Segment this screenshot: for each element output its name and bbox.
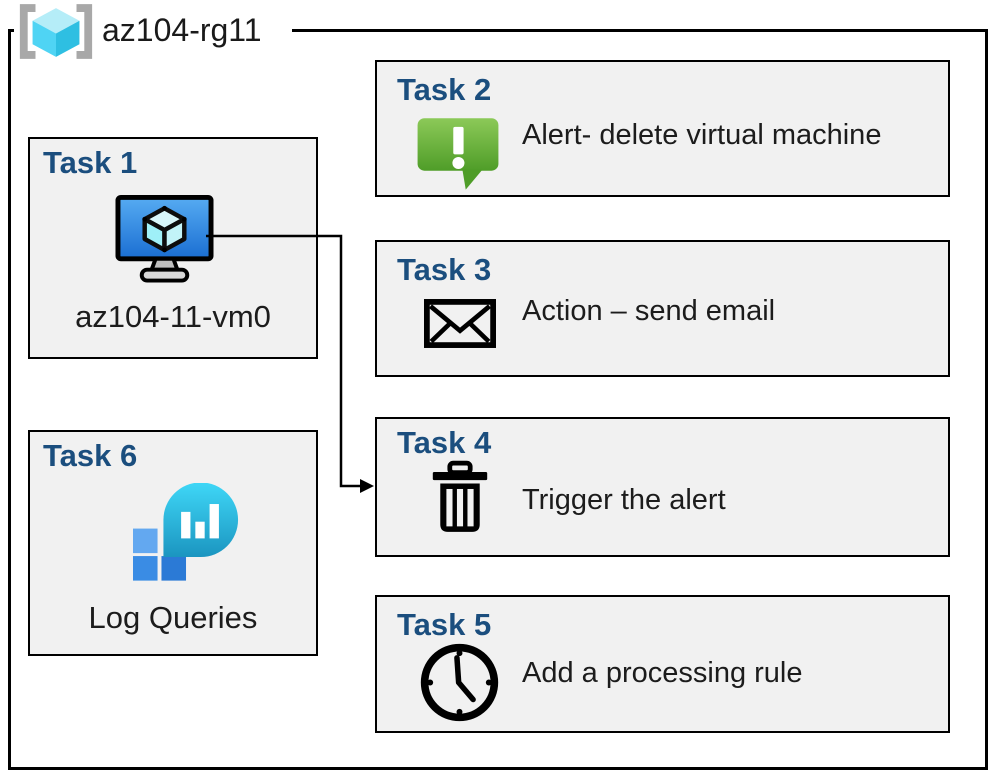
log-analytics-icon — [133, 483, 239, 581]
virtual-machine-icon — [115, 194, 214, 283]
clock-icon — [420, 643, 499, 722]
task-3-label: Action – send email — [522, 295, 776, 327]
task-6-box: Task 6 Log Queries — [28, 430, 318, 656]
resource-group-boundary — [8, 29, 988, 770]
task-1-header: Task 1 — [43, 145, 138, 180]
task-1-box: Task 1 az104-11-vm0 — [28, 137, 318, 359]
border-gap-mask — [14, 26, 292, 35]
task-2-header: Task 2 — [397, 72, 492, 107]
task-5-box: Task 5 Add a processing rule — [375, 595, 950, 733]
task-3-box: Task 3 Action – send email — [375, 240, 950, 377]
trash-icon — [432, 460, 488, 532]
task-2-label: Alert- delete virtual machine — [522, 119, 882, 151]
resource-group-label: az104-rg11 — [102, 12, 262, 48]
task-6-header: Task 6 — [43, 438, 138, 473]
task-4-label: Trigger the alert — [522, 484, 726, 516]
task-4-box: Task 4 Trigger the alert — [375, 417, 950, 557]
resource-group-icon — [19, 4, 93, 59]
task-6-label: Log Queries — [88, 600, 258, 635]
email-icon — [424, 299, 496, 348]
task-2-box: Task 2 Alert- delete virtual machine — [375, 60, 950, 197]
task-1-label: az104-11-vm0 — [75, 299, 271, 334]
task-3-header: Task 3 — [397, 252, 492, 287]
task-4-header: Task 4 — [397, 425, 492, 460]
task-5-label: Add a processing rule — [522, 657, 803, 689]
task-5-header: Task 5 — [397, 607, 492, 642]
alert-icon — [417, 118, 499, 190]
